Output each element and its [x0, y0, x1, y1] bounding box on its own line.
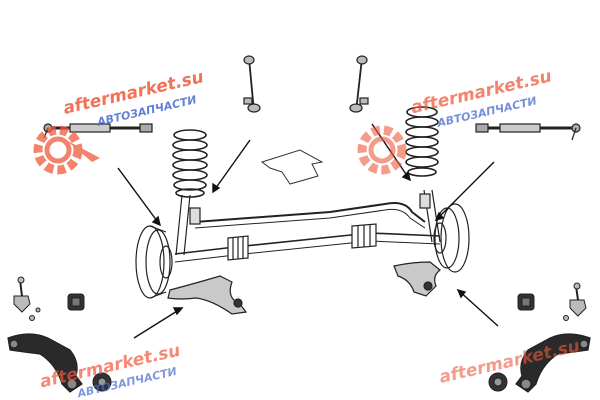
control-arm-left [7, 333, 83, 393]
control-arm-mounted-right [393, 261, 441, 297]
pointer-arrows [117, 123, 499, 339]
control-arm-mounted-left [167, 275, 248, 315]
coil-spring-right [405, 106, 439, 177]
pointer-arrow-2 [212, 139, 251, 194]
arm-bushing-left [92, 372, 112, 392]
cv-boot-right [351, 223, 377, 249]
axle-shaft [174, 232, 441, 255]
brake-disc-right [433, 203, 470, 273]
coil-spring-left [172, 129, 208, 198]
brake-disc-left [135, 225, 173, 299]
stabilizer-bar [194, 202, 426, 223]
pointer-arrow-1 [117, 167, 162, 227]
bushing-right [517, 293, 535, 311]
strut-left [175, 194, 191, 256]
direction-arrow [260, 149, 324, 185]
tie-rod-right [475, 123, 581, 141]
control-arm-right [515, 333, 591, 393]
pointer-arrow-3 [133, 307, 184, 339]
arm-bushing-right [488, 372, 508, 392]
pointer-arrow-6 [456, 288, 499, 327]
pointer-arrow-5 [434, 161, 495, 222]
stabilizer-link-right [349, 55, 369, 113]
cv-boot-left [227, 235, 249, 261]
stabilizer-link-left [243, 55, 261, 113]
ball-joint-right [563, 282, 587, 321]
axle-assembly [135, 189, 470, 299]
watermark-text-bottom-right: aftermarket.su [437, 336, 581, 388]
ball-joint-left [13, 276, 41, 321]
watermark-domain-bottom-right: aftermarket.su [437, 336, 581, 388]
watermark-gear-left [33, 125, 100, 175]
watermark-gear-right [357, 125, 407, 175]
bushing-left [67, 293, 85, 311]
